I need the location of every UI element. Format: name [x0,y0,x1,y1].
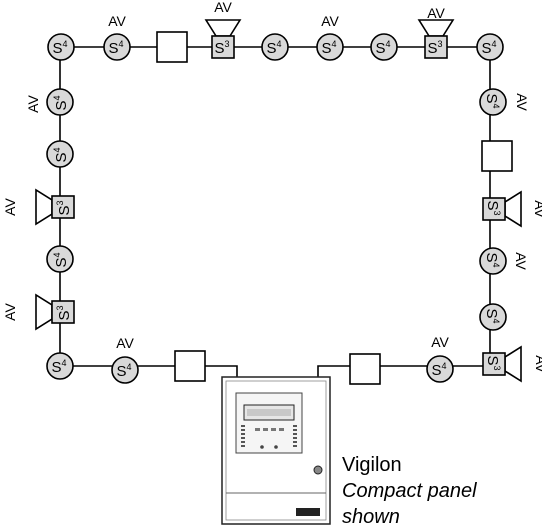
interface-module-bottom-1 [174,350,206,382]
sounder-sensor-right-1: S3 [482,190,522,228]
smoke-sensor-bottom-1: S4 [46,352,74,380]
smoke-sensor-top-2: S4 [103,33,131,61]
av-label-bottom-3: AV [533,355,542,373]
sounder-sensor-top-1: S3 [204,19,242,59]
av-label-top-2: AV [108,13,126,29]
loop-wire [59,46,491,378]
smoke-sensor-top-5: S4 [370,33,398,61]
sounder-horn-icon [35,188,53,226]
smoke-sensor-left-2: S4 [46,140,74,168]
interface-module-top-1 [156,31,188,63]
av-label-bottom-1: AV [116,335,134,351]
sounder-horn-icon [204,19,242,37]
smoke-sensor-bottom-3: S4 [426,355,454,383]
av-label-left-2: AV [2,198,18,216]
sounder-horn-icon [504,345,522,383]
interface-module-bottom-2 [349,353,381,385]
panel-caption: Vigilon Compact panel shown [342,454,477,528]
av-label-top-5: AV [427,5,445,21]
av-label-bottom-2: AV [431,334,449,350]
av-label-top-3: AV [214,0,232,15]
sounder-horn-icon [417,19,455,37]
smoke-sensor-bottom-2: S4 [111,356,139,384]
smoke-sensor-left-3: S4 [46,245,74,273]
panel-caption-line2: shown [342,506,400,528]
sounder-horn-icon [504,190,522,228]
panel-caption-line1: Compact panel [342,480,477,502]
vigilon-control-panel [221,376,331,525]
av-label-right-3: AV [513,252,529,270]
sounder-horn-icon [35,293,53,331]
panel-indicator-led [274,445,278,449]
av-label-right-1: AV [514,93,530,111]
sounder-sensor-left-1: S3 [35,188,75,226]
loop-wiring [59,46,491,378]
smoke-sensor-top-6: S4 [476,33,504,61]
smoke-sensor-right-3: S4 [479,303,507,331]
smoke-sensor-left-1: S4 [46,88,74,116]
av-label-left-1: AV [25,95,41,113]
smoke-sensor-right-1: S4 [479,88,507,116]
av-label-left-3: AV [2,303,18,321]
smoke-sensor-top-3: S4 [261,33,289,61]
panel-key-lock-icon [313,465,323,475]
smoke-sensor-top-4: S4 [316,33,344,61]
panel-brand-plate [296,508,320,516]
panel-indicator-led [260,445,264,449]
panel-name: Vigilon [342,454,402,476]
smoke-sensor-right-2: S4 [479,247,507,275]
sounder-sensor-top-2: S3 [417,19,455,59]
av-label-top-4: AV [321,13,339,29]
av-label-right-2: AV [532,200,542,218]
sounder-sensor-left-2: S3 [35,293,75,331]
smoke-sensor-top-1: S4 [47,33,75,61]
panel-display-housing [235,392,303,454]
sounder-sensor-bottom-1: S3 [482,345,522,383]
interface-module-right-1 [481,140,513,172]
